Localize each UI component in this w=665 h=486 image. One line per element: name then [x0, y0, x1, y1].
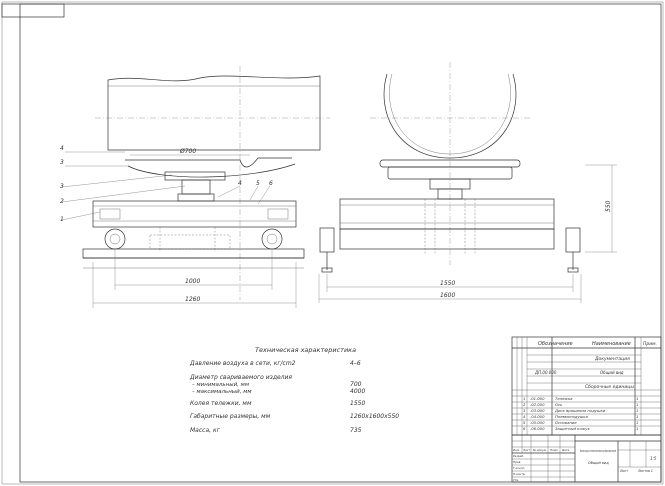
front-wheel-right [565, 227, 581, 253]
title-block-title: Флюсовая подушка с пневматическим зажимо… [580, 449, 616, 453]
svg-text:1: 1 [636, 414, 638, 419]
svg-text:Защитный кожух: Защитный кожух [555, 426, 590, 431]
trolley-frame [92, 200, 297, 228]
bom-row: 6 .06.000 Защитный кожух 1 [523, 426, 638, 431]
bom-row: 3 .03.000 Диск вращения подушки 1 [523, 408, 638, 413]
spec-label-max: – максимальный, мм [192, 389, 252, 395]
dim-diameter: Ø700 [179, 148, 196, 155]
svg-text:Ось: Ось [555, 402, 562, 407]
callout-4a: 4 [60, 145, 64, 152]
svg-text:Основание: Основание [555, 420, 577, 425]
svg-text:5: 5 [523, 420, 526, 425]
rail-base [82, 248, 305, 259]
spec-label-diameter: Диаметр свариваемого изделия [189, 374, 292, 381]
svg-text:.02.000: .02.000 [530, 402, 545, 407]
spec-value-dimensions: 1260x1600x550 [350, 413, 399, 420]
tb-header-date: Дата [561, 448, 570, 452]
svg-text:.05.000: .05.000 [530, 420, 545, 425]
pipe-body [107, 75, 321, 151]
pipe-section [383, 73, 517, 159]
title-block: Флюсовая подушка с пневматическим зажимо… [511, 434, 662, 483]
title-block-scale: 1:5 [650, 456, 657, 461]
bom-header-note: Прим. [643, 341, 657, 347]
svg-text:Диск вращения подушки: Диск вращения подушки [554, 408, 606, 413]
tb-role-approved: Утв. [513, 478, 519, 482]
dim-1260: 1260 [185, 296, 200, 303]
svg-text:.04.000: .04.000 [530, 414, 545, 419]
spec-value-mass: 735 [350, 427, 362, 434]
bom-header-name: Наименование [592, 341, 631, 347]
svg-text:1: 1 [636, 408, 638, 413]
bom-doc-name: Общий вид [600, 370, 624, 375]
tb-role-checker: Пров. [513, 460, 521, 464]
bom-header-designation: Обозначение [538, 341, 573, 347]
bom-row: 5 .05.000 Основание 1 [523, 420, 638, 425]
svg-text:Тележка: Тележка [555, 396, 573, 401]
spec-label-dimensions: Габаритные размеры, мм [190, 413, 271, 420]
spec-value-air-pressure: 4–6 [350, 360, 361, 367]
technical-specs: Техническая характеристика Давление возд… [189, 346, 399, 434]
title-block-sheets: Листов 1 [637, 469, 653, 473]
tb-header-list: Лист [522, 448, 530, 452]
inner-frame [19, 3, 662, 483]
callout-4: 4 [238, 180, 242, 187]
svg-text:4: 4 [523, 414, 526, 419]
svg-text:.01.000: .01.000 [530, 396, 545, 401]
wheel-left [104, 228, 126, 250]
top-left-stamp [1, 3, 65, 18]
bom-row: 4 .04.000 Пневмоподушка 1 [523, 414, 638, 419]
tb-role-developer: Разраб. [513, 454, 524, 458]
bill-of-materials: Обозначение Наименование Прим. Документа… [511, 336, 662, 436]
front-wheel-left [319, 227, 335, 253]
air-cushion [181, 179, 211, 195]
tb-role-tech-control: Т.контр. [513, 466, 525, 470]
svg-text:.03.000: .03.000 [530, 408, 545, 413]
callout-1: 1 [60, 216, 64, 223]
tb-header-doc: № докум. [532, 448, 547, 452]
title-block-sheet: Лист [619, 469, 628, 473]
svg-text:3: 3 [523, 408, 526, 413]
svg-text:1: 1 [636, 402, 638, 407]
bom-row: 2 .02.000 Ось 1 [523, 402, 638, 407]
tb-header-sign: Подп. [550, 448, 559, 452]
bom-doc-designation: ДП.00.000 [534, 370, 557, 375]
spec-value-max: 4000 [350, 388, 365, 395]
spec-label-track: Колея тележки, мм [190, 400, 252, 407]
callout-3a: 3 [60, 159, 64, 166]
side-view [61, 66, 330, 308]
title-block-subtitle: Общий вид [588, 461, 609, 465]
svg-text:1: 1 [636, 426, 638, 431]
callout-2: 2 [60, 198, 64, 205]
svg-text:1: 1 [523, 396, 525, 401]
tb-header-izm: Изм. [513, 448, 520, 452]
spec-value-track: 1550 [350, 400, 365, 407]
bom-section-documentation: Документация [594, 356, 630, 362]
spec-value-min: 700 [350, 381, 362, 388]
svg-text:Пневмоподушка: Пневмоподушка [555, 414, 589, 419]
callout-5: 5 [256, 180, 260, 187]
front-frame [339, 198, 555, 230]
svg-text:2: 2 [523, 402, 526, 407]
dim-550: 550 [605, 200, 612, 212]
spec-label-min: – минимальный, мм [192, 382, 249, 388]
svg-text:.06.000: .06.000 [530, 426, 545, 431]
svg-text:1: 1 [636, 396, 638, 401]
specs-title: Техническая характеристика [255, 346, 356, 354]
svg-text:6: 6 [523, 426, 526, 431]
svg-text:1: 1 [636, 420, 638, 425]
callout-6: 6 [269, 180, 273, 187]
dim-1550: 1550 [440, 280, 455, 287]
wheel-right [261, 228, 283, 250]
bom-row: 1 .01.000 Тележка 1 [523, 396, 638, 401]
bom-section-assembly: Сборочные единицы [585, 384, 634, 390]
front-view [318, 62, 617, 303]
tb-role-norm-control: Н.контр. [513, 472, 526, 476]
callout-3: 3 [60, 183, 64, 190]
spec-label-mass: Масса, кг [190, 427, 221, 434]
spec-label-air-pressure: Давление воздуха в сети, кг/cm2 [189, 360, 296, 367]
dim-1600: 1600 [440, 292, 455, 299]
dim-1000: 1000 [185, 278, 200, 285]
